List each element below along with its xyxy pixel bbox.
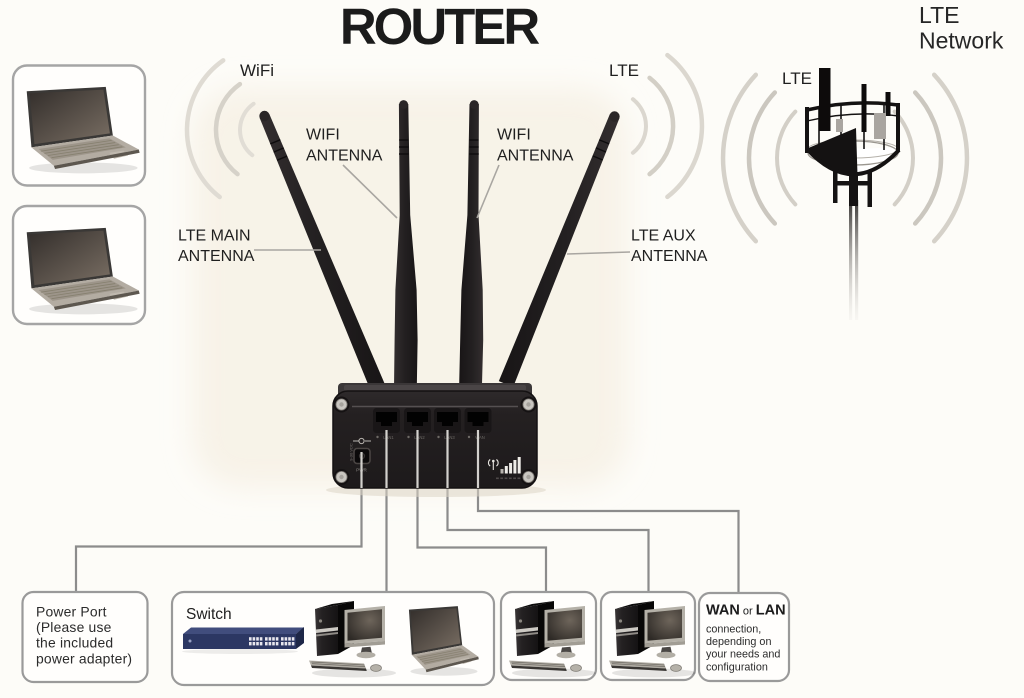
- svg-text:9-30 VDC: 9-30 VDC: [349, 443, 354, 461]
- svg-text:LTE: LTE: [919, 2, 959, 28]
- svg-text:power adapter): power adapter): [36, 650, 132, 666]
- svg-text:WAN or LAN: WAN or LAN: [706, 603, 786, 619]
- svg-text:ANTENNA: ANTENNA: [631, 248, 708, 265]
- svg-text:LAN3: LAN3: [444, 435, 455, 440]
- svg-text:WiFi: WiFi: [240, 61, 274, 80]
- svg-text:LAN1: LAN1: [383, 435, 394, 440]
- svg-text:LTE: LTE: [782, 69, 812, 88]
- svg-text:LAN2: LAN2: [414, 435, 425, 440]
- svg-text:depending on: depending on: [706, 636, 771, 648]
- svg-text:(Please use: (Please use: [36, 619, 112, 635]
- svg-text:Network: Network: [919, 28, 1004, 54]
- svg-text:configuration: configuration: [706, 661, 768, 673]
- svg-text:LTE MAIN: LTE MAIN: [178, 228, 251, 245]
- svg-text:WIFI: WIFI: [497, 127, 531, 144]
- svg-text:ROUTER: ROUTER: [340, 0, 540, 55]
- svg-text:ANTENNA: ANTENNA: [178, 248, 255, 265]
- svg-text:connection,: connection,: [706, 624, 761, 636]
- svg-text:ANTENNA: ANTENNA: [306, 148, 383, 165]
- svg-text:WAN: WAN: [475, 435, 485, 440]
- svg-text:LTE AUX: LTE AUX: [631, 228, 696, 245]
- svg-text:LTE: LTE: [609, 61, 639, 80]
- svg-text:ANTENNA: ANTENNA: [497, 148, 574, 165]
- svg-text:the included: the included: [36, 635, 113, 651]
- svg-text:Switch: Switch: [186, 606, 232, 623]
- svg-text:WIFI: WIFI: [306, 127, 340, 144]
- svg-text:Power Port: Power Port: [36, 604, 107, 620]
- svg-text:your needs and: your needs and: [706, 649, 780, 661]
